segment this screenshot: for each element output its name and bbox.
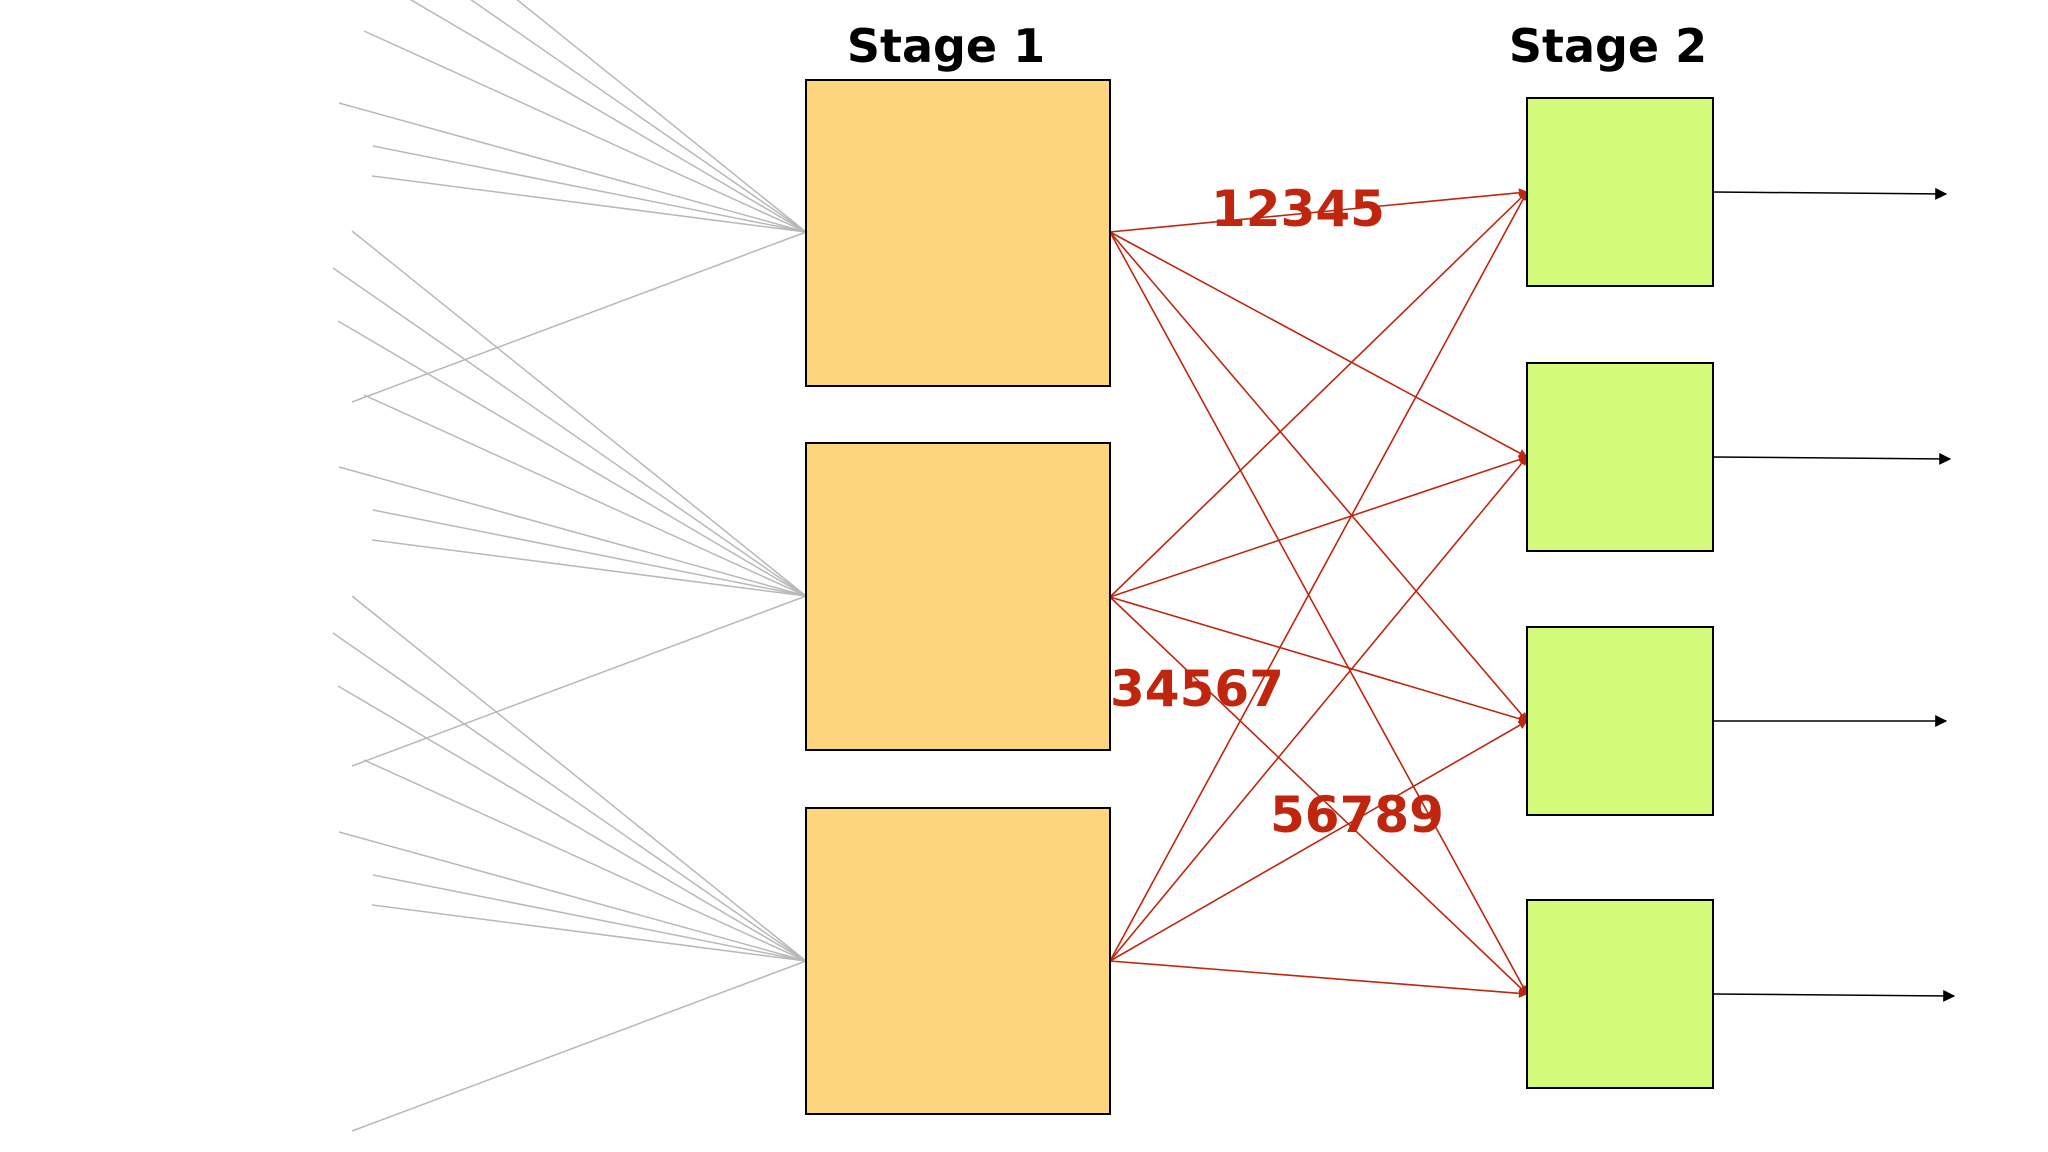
value-label-34567: 34567 xyxy=(1110,660,1284,718)
input-line xyxy=(337,320,807,597)
input-line xyxy=(351,230,807,597)
input-line xyxy=(338,831,807,962)
input-line xyxy=(338,466,807,597)
output-arrow xyxy=(1712,452,1952,465)
input-line xyxy=(516,0,807,233)
input-line xyxy=(332,632,807,962)
shuffle-edge-arrow xyxy=(1109,720,1528,962)
input-line xyxy=(409,0,807,233)
stage1-box xyxy=(805,79,1111,387)
shuffle-edge-arrow xyxy=(1109,596,1528,995)
output-arrow xyxy=(1712,187,1948,200)
input-line xyxy=(470,0,807,233)
input-line xyxy=(332,267,807,597)
shuffle-edge-arrow xyxy=(1109,231,1528,458)
input-line xyxy=(371,175,807,233)
input-line xyxy=(351,960,807,1132)
value-label-56789: 56789 xyxy=(1270,786,1444,844)
input-line xyxy=(372,509,807,597)
stage2-box xyxy=(1526,626,1714,816)
stage1-title: Stage 1 xyxy=(847,19,1045,73)
input-line xyxy=(371,539,807,597)
input-line xyxy=(372,145,807,233)
value-label-12345: 12345 xyxy=(1211,180,1385,238)
shuffle-edges xyxy=(1109,188,1528,998)
input-line xyxy=(372,874,807,962)
stage2-box xyxy=(1526,362,1714,552)
stage2-box xyxy=(1526,97,1714,287)
shuffle-edge-arrow xyxy=(1109,596,1528,724)
shuffle-edge-arrow xyxy=(1109,231,1528,722)
shuffle-edge-arrow xyxy=(1109,456,1528,962)
input-line xyxy=(363,759,807,962)
stage1-boxes xyxy=(805,79,1111,1115)
shuffle-edge-arrow xyxy=(1109,188,1528,233)
stage1-box xyxy=(805,807,1111,1115)
input-line xyxy=(351,595,807,767)
input-line xyxy=(371,904,807,962)
input-line xyxy=(363,30,807,233)
stage2-box xyxy=(1526,899,1714,1089)
output-arrows xyxy=(1712,187,1956,1002)
shuffle-edge-arrow xyxy=(1109,191,1528,598)
shuffle-edge-arrow xyxy=(1109,960,1528,998)
stage2-title: Stage 2 xyxy=(1509,19,1707,73)
shuffle-edge-arrow xyxy=(1109,191,1528,962)
shuffle-edge-arrow xyxy=(1109,231,1528,995)
input-line xyxy=(351,595,807,962)
input-line xyxy=(338,102,807,233)
input-line xyxy=(363,394,807,597)
stage1-box xyxy=(805,442,1111,751)
input-lines xyxy=(332,0,807,1132)
shuffle-edge-arrow xyxy=(1109,455,1528,598)
input-line xyxy=(337,685,807,962)
stage2-boxes xyxy=(1526,97,1714,1089)
input-line xyxy=(351,231,807,403)
output-arrow xyxy=(1712,989,1956,1002)
